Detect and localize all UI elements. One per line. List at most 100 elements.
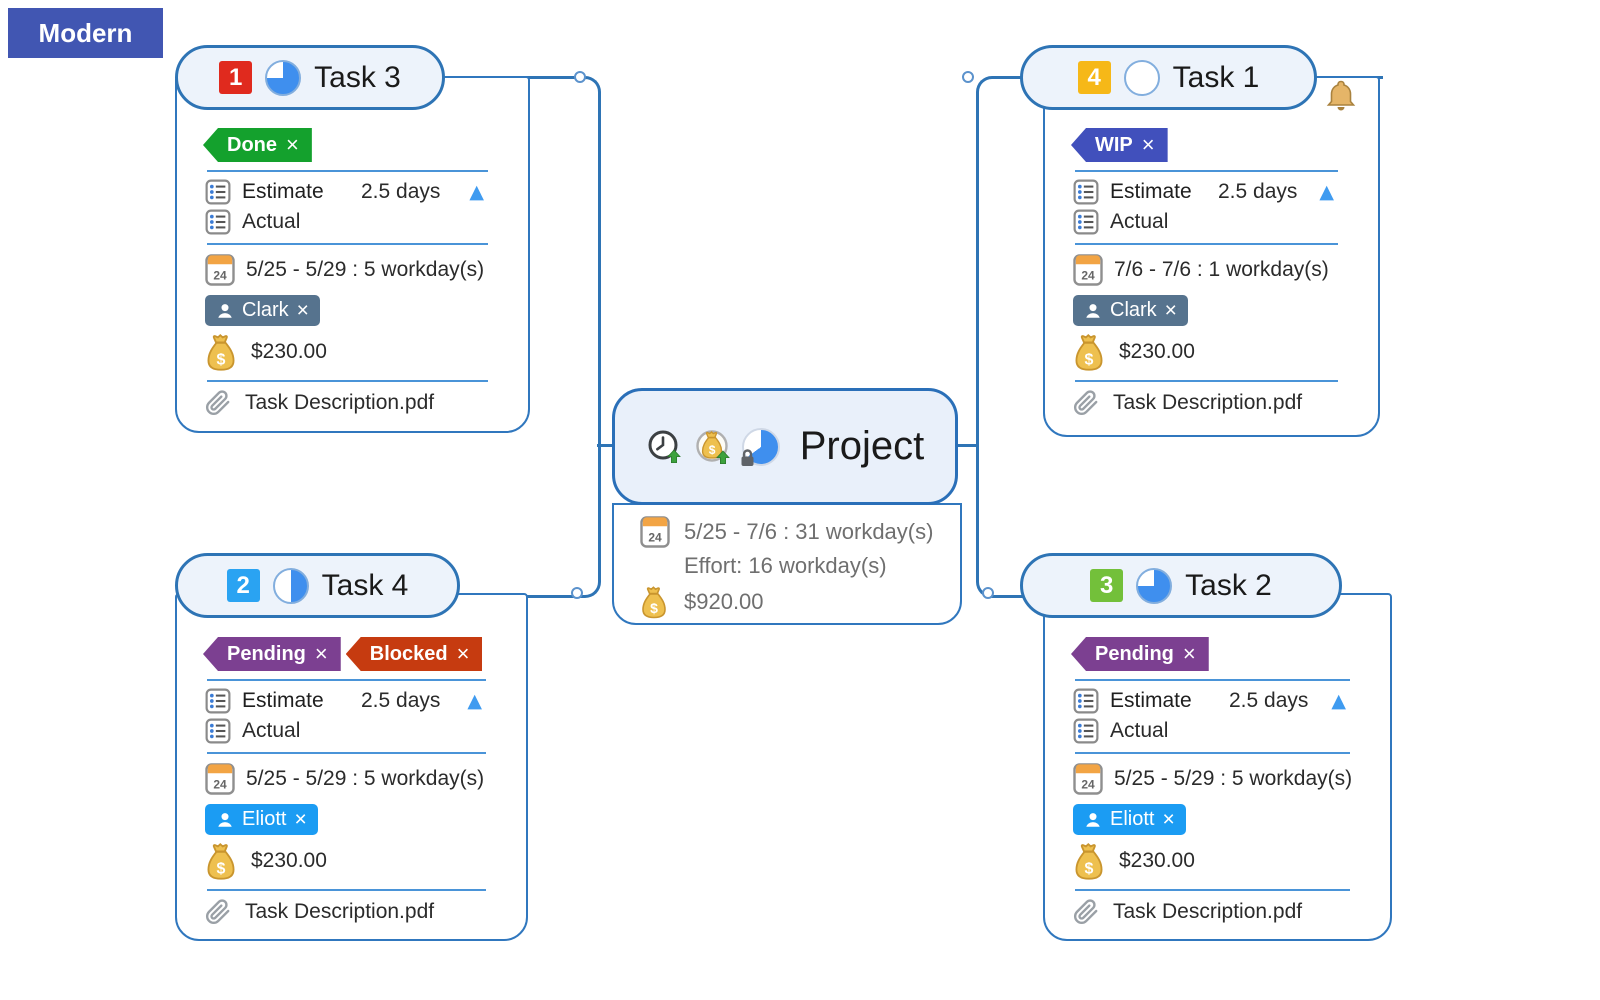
reminder-bell-icon (1326, 80, 1356, 111)
paperclip-icon (205, 899, 230, 925)
priority-badge[interactable]: 3 (1090, 569, 1124, 602)
task2-card: Pending × Estimate 2.5 days ▲ Actual (1043, 593, 1392, 941)
money-bag-icon: $ (1075, 843, 1103, 880)
tag-blocked[interactable]: Blocked × (345, 637, 483, 671)
theme-label: Modern (8, 8, 163, 58)
svg-text:$: $ (217, 352, 226, 369)
svg-text:$: $ (708, 443, 715, 457)
task-date: 5/25 - 5/29 : 5 workday(s) (1114, 767, 1353, 790)
assignee-tag[interactable]: Clark × (1073, 295, 1188, 326)
progress-pie-icon[interactable] (1123, 59, 1160, 96)
money-bag-icon: $ (207, 843, 235, 880)
tag-wip[interactable]: WIP × (1071, 128, 1168, 162)
svg-text:$: $ (1085, 352, 1094, 369)
person-icon (1086, 303, 1100, 318)
estimate-value: 2.5 days (361, 689, 441, 712)
assignee-tag[interactable]: Clark × (205, 295, 320, 326)
progress-pie-icon[interactable] (1136, 567, 1173, 604)
estimate-label: Estimate (1110, 180, 1192, 203)
divider (207, 889, 486, 891)
actual-label: Actual (1110, 210, 1169, 233)
connector-dot[interactable] (982, 587, 994, 599)
project-details: 24 5/25 - 7/6 : 31 workday(s) Effort: 16… (612, 503, 962, 625)
project-title: Project (799, 424, 925, 468)
priority-badge[interactable]: 4 (1077, 61, 1111, 94)
divider (1075, 170, 1338, 172)
task-date: 5/25 - 5/29 : 5 workday(s) (246, 767, 485, 790)
money-bag-icon: $ (207, 334, 235, 371)
estimate-up-spinner[interactable]: ▲ (1319, 181, 1334, 203)
attachment-link[interactable]: Task Description.pdf (245, 391, 435, 414)
assignee-tag[interactable]: Eliott × (1073, 804, 1186, 835)
task-title: Task 3 (314, 60, 401, 94)
actual-label: Actual (242, 719, 301, 742)
estimate-value: 2.5 days (1217, 180, 1298, 203)
task-title: Task 1 (1172, 60, 1260, 94)
person-icon (1086, 812, 1100, 827)
svg-text:24: 24 (213, 778, 227, 792)
tag-pending[interactable]: Pending × (1071, 637, 1209, 671)
assignee-close-icon[interactable]: × (1164, 298, 1177, 322)
actual-label: Actual (1110, 719, 1169, 742)
tag-done[interactable]: Done × (203, 128, 312, 162)
project-topic[interactable]: $ Project (612, 388, 958, 505)
progress-pie-icon[interactable] (272, 567, 309, 604)
progress-pie-icon[interactable] (265, 59, 302, 96)
project-effort: Effort: 16 workday(s) (684, 553, 887, 578)
tag-close-icon[interactable]: × (1141, 132, 1155, 157)
svg-text:$: $ (650, 600, 658, 616)
attachment-link[interactable]: Task Description.pdf (245, 900, 435, 923)
svg-text:24: 24 (648, 531, 662, 545)
task2-topic[interactable]: 3 Task 2 (1020, 553, 1342, 618)
estimate-up-spinner[interactable]: ▲ (469, 181, 484, 203)
connector-dot[interactable] (571, 587, 583, 599)
actual-label: Actual (242, 210, 301, 233)
list-icon (205, 209, 231, 235)
estimate-up-spinner[interactable]: ▲ (467, 690, 482, 712)
tag-close-icon[interactable]: × (314, 641, 328, 666)
connector-right-bottom (976, 446, 1025, 598)
schedule-rollup-icon (648, 430, 681, 463)
money-bag-icon: $ (1075, 334, 1103, 371)
progress-locked-icon (741, 427, 780, 466)
task-cost: $230.00 (1119, 340, 1195, 363)
estimate-label: Estimate (242, 180, 324, 203)
list-icon (1073, 179, 1099, 205)
assignee-close-icon[interactable]: × (294, 807, 307, 831)
tag-close-icon[interactable]: × (456, 641, 470, 666)
person-icon (218, 303, 232, 318)
divider (207, 679, 486, 681)
divider (1075, 752, 1350, 754)
calendar-icon: 24 (1073, 763, 1103, 795)
connector-dot[interactable] (574, 71, 586, 83)
assignee-close-icon[interactable]: × (296, 298, 309, 322)
task1-topic[interactable]: 4 Task 1 (1020, 45, 1317, 110)
assignee-tag[interactable]: Eliott × (205, 804, 318, 835)
calendar-icon: 24 (205, 254, 235, 286)
divider (1075, 380, 1338, 382)
task-date: 7/6 - 7/6 : 1 workday(s) (1114, 258, 1329, 281)
svg-text:24: 24 (1081, 269, 1095, 283)
priority-badge[interactable]: 2 (226, 569, 260, 602)
tag-pending[interactable]: Pending × (203, 637, 341, 671)
tag-close-icon[interactable]: × (1182, 641, 1196, 666)
divider (207, 170, 488, 172)
priority-badge[interactable]: 1 (219, 61, 253, 94)
attachment-link[interactable]: Task Description.pdf (1113, 900, 1303, 923)
tag-close-icon[interactable]: × (286, 132, 299, 157)
task3-card: Done × Estimate 2.5 days ▲ Actual (175, 76, 530, 433)
money-bag-icon: $ (642, 586, 666, 619)
list-icon (1073, 209, 1099, 235)
task-cost: $230.00 (251, 849, 327, 872)
task3-topic[interactable]: 1 Task 3 (175, 45, 445, 110)
divider (1075, 889, 1350, 891)
project-cost: $920.00 (684, 589, 764, 614)
estimate-up-spinner[interactable]: ▲ (1331, 690, 1346, 712)
assignee-close-icon[interactable]: × (1162, 807, 1175, 831)
attachment-link[interactable]: Task Description.pdf (1113, 391, 1303, 414)
task-cost: $230.00 (1119, 849, 1195, 872)
divider (207, 243, 488, 245)
connector-dot[interactable] (962, 71, 974, 83)
task4-topic[interactable]: 2 Task 4 (175, 553, 460, 618)
divider (1075, 679, 1350, 681)
